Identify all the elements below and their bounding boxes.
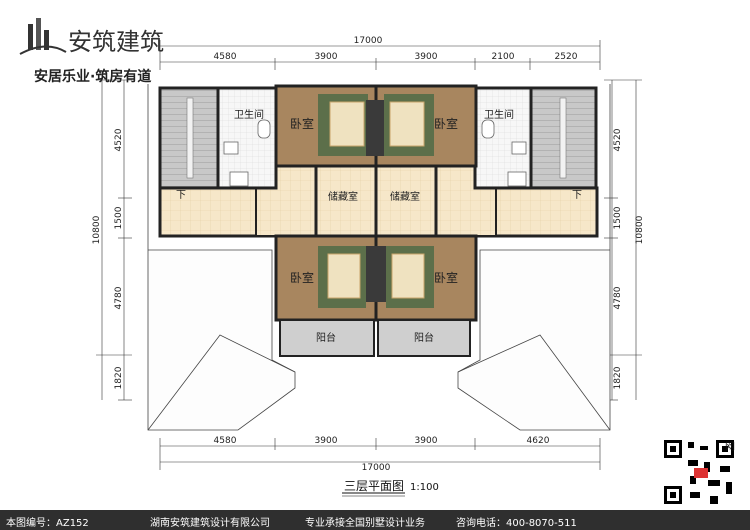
- room-label-storage-left: 储藏室: [328, 190, 358, 203]
- left-dim-4: 1820: [114, 366, 124, 389]
- bottom-dimension-chain: [159, 438, 601, 470]
- top-dim-1: 4580: [214, 52, 237, 62]
- stair-down-right: 下: [572, 190, 582, 201]
- right-dim-4: 1820: [613, 366, 623, 389]
- balcony-left: [279, 319, 375, 357]
- right-dim-1: 4520: [613, 128, 623, 151]
- company-name: 湖南安筑建筑设计有限公司: [150, 518, 270, 529]
- storage-right: [374, 164, 438, 238]
- brand-slogan: 安居乐业·筑房有道: [34, 68, 151, 85]
- plan-title: 三层平面图: [344, 479, 404, 493]
- left-dimension-chain: [96, 79, 132, 401]
- room-label-bathroom-right: 卫生间: [484, 108, 514, 121]
- roof-outline: [147, 84, 611, 431]
- bottom-total-dimension: 17000: [362, 463, 391, 473]
- top-total-dimension: 17000: [354, 36, 383, 46]
- right-total-dimension: 10800: [635, 215, 645, 244]
- room-label-bedroom-bottom-right: 卧室: [434, 270, 458, 285]
- room-label-bedroom-top-right: 卧室: [434, 116, 458, 131]
- room-label-storage-right: 储藏室: [390, 190, 420, 203]
- top-dim-5: 2520: [555, 52, 578, 62]
- top-dim-3: 3900: [415, 52, 438, 62]
- balcony-right: [377, 319, 471, 357]
- bottom-dim-2: 3900: [315, 436, 338, 446]
- bottom-dim-4: 4620: [527, 436, 550, 446]
- top-dim-2: 3900: [315, 52, 338, 62]
- stair-down-left: 下: [176, 190, 186, 201]
- room-label-bedroom-top-left: 卧室: [290, 116, 314, 131]
- room-label-bedroom-bottom-left: 卧室: [290, 270, 314, 285]
- service-text: 专业承接全国别墅设计业务: [305, 518, 425, 529]
- bottom-dim-1: 4580: [214, 436, 237, 446]
- left-dim-3: 4780: [114, 286, 124, 309]
- right-dim-3: 4780: [613, 286, 623, 309]
- left-dim-2: 1500: [114, 206, 124, 229]
- corner-label: 网: [725, 442, 735, 453]
- building-logo-icon: [19, 18, 67, 55]
- drawing-number: 本图编号：AZ152: [6, 518, 89, 529]
- bottom-dim-3: 3900: [415, 436, 438, 446]
- right-dim-2: 1500: [613, 206, 623, 229]
- left-dim-1: 4520: [114, 128, 124, 151]
- left-total-dimension: 10800: [92, 215, 102, 244]
- room-label-bathroom-left: 卫生间: [234, 108, 264, 121]
- brand-name: 安筑建筑: [68, 28, 164, 56]
- top-dim-4: 2100: [492, 52, 515, 62]
- room-label-balcony-right: 阳台: [414, 331, 434, 344]
- phone-number: 咨询电话：400-8070-511: [456, 518, 577, 529]
- top-dimension-chain: [159, 40, 601, 70]
- qr-code-icon: [660, 436, 742, 510]
- floor-plan: 17000 4580 3900 3900 2100 2520 4520 1500…: [92, 36, 645, 497]
- plan-scale: 1:100: [410, 482, 439, 493]
- brand-logo: 安筑建筑 安居乐业·筑房有道: [19, 18, 164, 85]
- room-label-balcony-left: 阳台: [316, 331, 336, 344]
- footer-bar: 本图编号：AZ152 湖南安筑建筑设计有限公司 专业承接全国别墅设计业务 咨询电…: [0, 510, 750, 530]
